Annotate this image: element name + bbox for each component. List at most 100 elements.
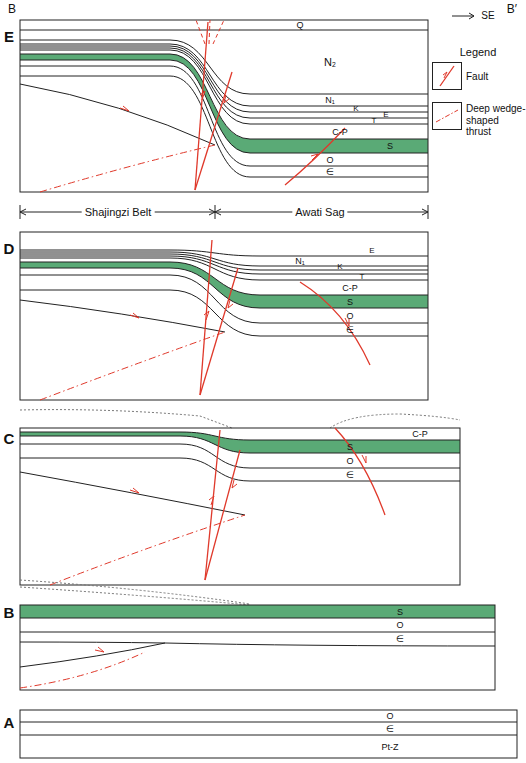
wedge-line: [20, 84, 215, 145]
panel-letter: B: [4, 605, 15, 620]
stratum-boundary: [20, 256, 428, 274]
deep-thrust: [20, 652, 145, 688]
eroded-outline: [20, 580, 250, 604]
wedge-line: [20, 472, 245, 515]
stratum-boundary: [20, 250, 428, 256]
stratum-label: O: [346, 311, 353, 320]
stratum-boundary: [20, 458, 460, 481]
zone-label: Shajingzi Belt: [82, 207, 155, 218]
fault-line: [200, 240, 212, 395]
stratum-label: O: [326, 155, 333, 164]
fault-line: [196, 20, 224, 44]
legend-swatch: [432, 62, 462, 90]
fault-line: [205, 450, 240, 580]
direction-arrowhead: [469, 13, 474, 19]
legend-swatch: [432, 102, 462, 130]
slip-arrow: [130, 300, 349, 326]
panel-frame: [20, 710, 517, 758]
panel-letter: A: [4, 715, 15, 730]
stratum-label: ∈: [396, 635, 404, 644]
stratum-label: ∈: [386, 724, 394, 733]
legend-title: Legend: [460, 47, 497, 58]
panel-letter: D: [4, 241, 15, 256]
eroded-outline: [20, 410, 232, 428]
stratum-label: K: [353, 105, 358, 113]
panel-letter: E: [4, 29, 14, 44]
legend-text: Deep wedge-shaped thrust: [466, 103, 526, 138]
fault-line: [195, 72, 232, 190]
deep-thrust: [50, 515, 245, 585]
dimension-line: [20, 205, 428, 219]
panel-frame: [20, 428, 460, 585]
fault-line: [205, 430, 220, 580]
fault-line: [200, 268, 238, 395]
stratum-label: T: [372, 117, 377, 125]
panel-letter: C: [4, 431, 15, 446]
stratum-boundary: [20, 722, 517, 723]
fault-sample: [440, 66, 454, 86]
zone-label: Awati Sag: [292, 207, 347, 218]
slip-arrow: [120, 91, 318, 160]
stratum-boundary: [20, 268, 428, 308]
silurian-band: [20, 432, 460, 453]
section-end: B′: [507, 3, 517, 15]
panel-frame: [20, 20, 428, 192]
slip-arrow: [95, 647, 104, 652]
stratum-boundary: [20, 66, 428, 166]
stratum-boundary: [20, 48, 428, 118]
stratum-label: C-P: [412, 430, 428, 439]
stratum-label: O: [396, 621, 403, 630]
direction-label: SE: [481, 11, 494, 21]
stratum-boundary: [20, 735, 517, 736]
fault-line: [300, 282, 370, 365]
stratum-label: E: [383, 111, 388, 119]
stratum-boundary: [20, 632, 495, 633]
slip-arrow: [130, 455, 366, 505]
panel-frame: [20, 232, 428, 400]
stratum-boundary: [20, 444, 460, 468]
stratum-label: ∈: [346, 470, 354, 479]
stratum-label: C-P: [332, 127, 348, 136]
stratum-label: O: [386, 712, 393, 721]
stratum-label: S: [347, 442, 353, 451]
swatch-frame: [433, 103, 462, 130]
silurian-band: [20, 605, 495, 618]
stratum-label: N₁: [325, 96, 335, 105]
stratum-label: ∈: [326, 167, 334, 176]
stratum-label: C-P: [342, 283, 358, 292]
stratum-boundary: [20, 60, 428, 153]
thrust-sample: [436, 110, 458, 122]
stratum-label: K: [337, 263, 342, 271]
legend-text: Fault: [466, 71, 526, 83]
stratum-label: O: [346, 456, 353, 465]
stratum-label: ∈: [346, 325, 354, 334]
deep-thrust: [40, 332, 225, 400]
stratum-boundary: [20, 258, 428, 280]
stratum-boundary: [20, 642, 495, 646]
fault-line: [335, 428, 385, 515]
stratum-label: S: [387, 142, 393, 151]
swatch-frame: [433, 63, 462, 90]
wedge-line: [20, 300, 225, 332]
stratum-label: N₁: [295, 257, 305, 266]
stratum-label: S: [397, 607, 403, 616]
fault-line: [195, 22, 208, 190]
panel-frame: [20, 605, 495, 690]
stratum-label: T: [360, 273, 365, 281]
slip-arrow: [443, 72, 447, 78]
stratum-label: S: [347, 297, 353, 306]
eroded-outline: [330, 414, 460, 428]
wedge-line: [20, 643, 165, 667]
stratum-boundary: [20, 30, 428, 31]
stratum-label: E: [369, 247, 374, 255]
stratum-boundary: [20, 50, 428, 124]
deep-thrust: [40, 145, 215, 192]
direction-arrow: [452, 16, 474, 17]
stratum-label: Q: [296, 21, 303, 30]
stratum-boundary: [20, 618, 495, 619]
section-end: B: [8, 3, 16, 15]
eroded-outline: [20, 587, 250, 605]
stratum-label: N₂: [324, 57, 336, 68]
stratum-label: Pt-Z: [382, 742, 399, 751]
